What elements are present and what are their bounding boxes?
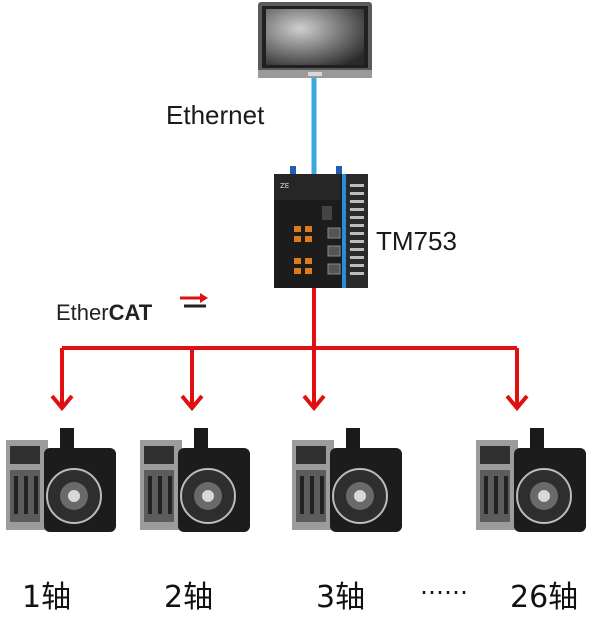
ethercat-logo-prefix: Ether	[56, 300, 109, 325]
ethercat-drops	[50, 348, 529, 412]
servo-drive-motor-icon	[292, 428, 402, 532]
svg-text:ZE: ZE	[280, 182, 289, 190]
ethercat-logo-suffix: CAT	[108, 300, 153, 325]
ethernet-label: Ethernet	[166, 100, 265, 130]
axis-label-2: 2轴	[164, 580, 214, 615]
axis-ellipsis: ……	[420, 572, 468, 600]
axis-label-1: 1轴	[22, 580, 72, 615]
axis-label-3: 3轴	[316, 580, 366, 615]
ethercat-logo: EtherCAT	[56, 300, 152, 326]
servo-drive-motor-icon	[140, 428, 250, 532]
controller-label: TM753	[376, 226, 457, 256]
plc-controller-icon: ZE	[274, 166, 368, 288]
servo-drive-motor-icon	[476, 428, 586, 532]
servo-drive-motor-icon	[6, 428, 116, 532]
ethercat-arrows-icon	[180, 293, 208, 308]
hmi-panel-icon	[258, 2, 372, 78]
axis-label-26: 26轴	[510, 580, 579, 615]
